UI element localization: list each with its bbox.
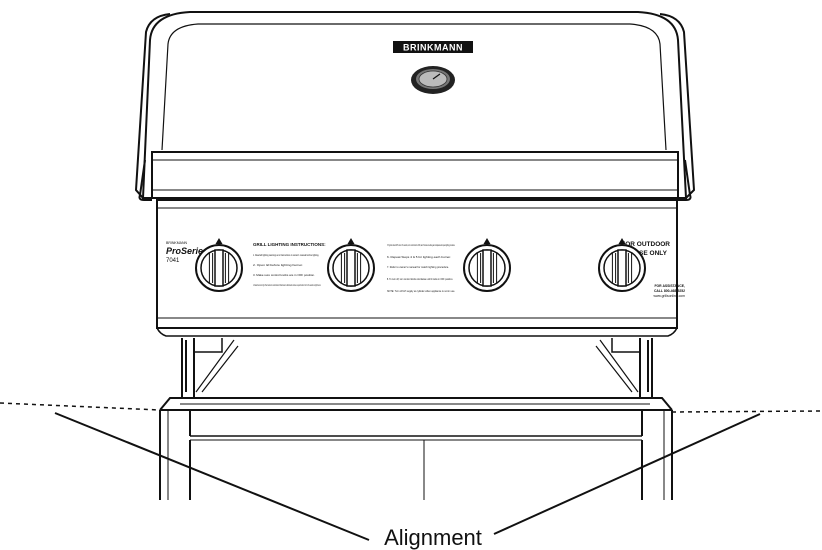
lid-handles [138, 159, 692, 201]
knob-indicator-icon [483, 238, 491, 244]
lighting-instructions-right: 5. If ignition does NOT occur in 5 secon… [387, 243, 455, 293]
instruction-5: 5. If ignition does NOT occur in 5 secon… [387, 243, 455, 247]
knob-handle [482, 249, 492, 287]
burner-knob[interactable] [463, 238, 511, 292]
thermometer-gauge [411, 66, 455, 94]
cart-frame [159, 338, 673, 500]
model-line: ProSeries [166, 246, 208, 256]
brand-small: BRINKMANN [166, 241, 187, 245]
alignment-line-left [0, 402, 161, 411]
model-logo: BRINKMANN ProSeries 7041 [166, 241, 208, 264]
instruction-8: 8. To turn off, turn control knobs clock… [387, 277, 453, 281]
outdoor-notice: FOR OUTDOOR USE ONLY [621, 241, 670, 257]
lighting-instructions-left: GRILL LIGHTING INSTRUCTIONS: 1. Read all… [253, 242, 326, 287]
brand-badge: BRINKMANN [393, 41, 473, 53]
knob-indicator-icon [215, 238, 223, 244]
instructions-title: GRILL LIGHTING INSTRUCTIONS: [253, 242, 326, 247]
model-number: 7041 [166, 258, 180, 264]
instruction-note: NOTE: Turn off LP supply at cylinder whe… [387, 289, 455, 293]
alignment-line-right [671, 410, 822, 413]
instruction-7: 7. Refer to owner's manual for match lig… [387, 265, 449, 269]
instruction-4: 4. Select burner to light. Push and turn… [253, 283, 321, 287]
burner-knob[interactable] [598, 238, 646, 292]
brand-name: BRINKMANN [403, 43, 463, 53]
knob-indicator-icon [347, 238, 355, 244]
assistance-line-1: FOR ASSISTANCE, [654, 284, 685, 288]
assistance-notice: FOR ASSISTANCE, CALL 800-468-5252 www.gr… [654, 284, 686, 298]
knob-handle [346, 249, 356, 287]
outdoor-notice-line-1: FOR OUTDOOR [621, 241, 670, 248]
leader-line-left [54, 412, 370, 541]
instruction-1: 1. Read all lighting warnings and instru… [253, 253, 319, 257]
burner-knob[interactable] [195, 238, 243, 292]
callout-leaders [54, 412, 761, 541]
burner-knob[interactable] [327, 238, 375, 292]
control-panel [156, 199, 678, 337]
assistance-line-2: CALL 800-468-5252 [654, 289, 685, 293]
leader-line-right [493, 413, 761, 535]
knob-handle [214, 249, 224, 287]
burner-knobs [195, 238, 646, 292]
instruction-3: 3. Make sure control knobs are in OFF po… [253, 273, 315, 277]
alignment-label: Alignment [384, 525, 482, 550]
instruction-6: 6. Repeat Steps 4 & 5 for lighting each … [387, 255, 451, 259]
assistance-line-3: www.grillsonline.com [654, 294, 686, 298]
outdoor-notice-line-2: USE ONLY [634, 250, 667, 257]
instruction-2: 2. Open lid before lighting burner. [253, 263, 303, 267]
knob-handle [617, 249, 627, 287]
knob-indicator-icon [618, 238, 626, 244]
alignment-reference-lines [0, 402, 822, 413]
grill-lid [134, 11, 696, 199]
